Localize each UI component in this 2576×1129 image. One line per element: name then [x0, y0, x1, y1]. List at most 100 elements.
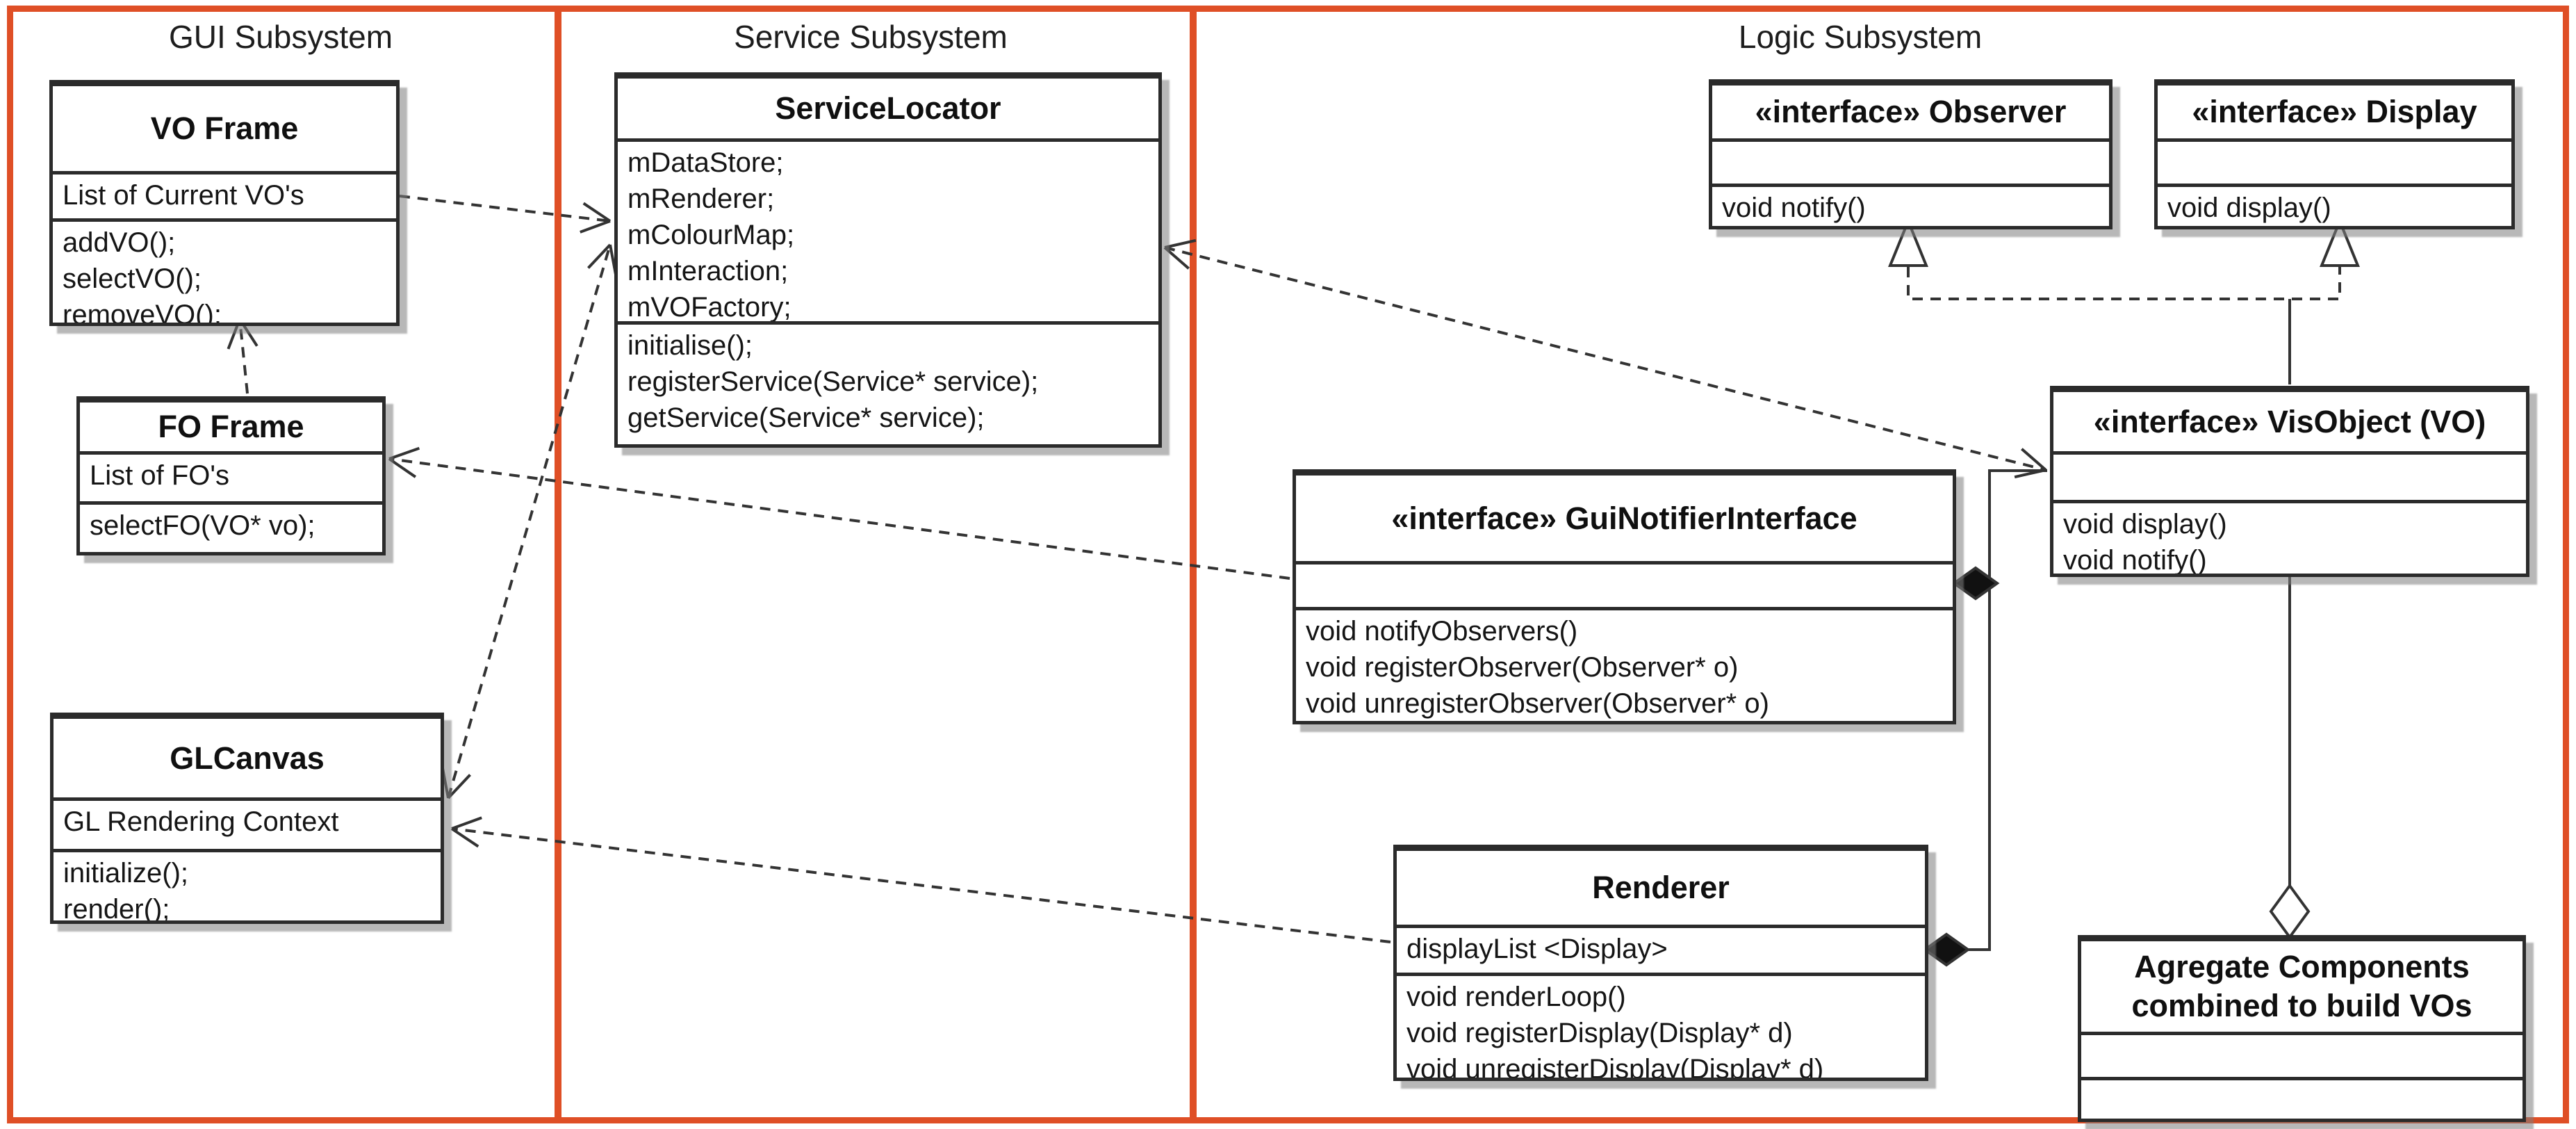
subsystem-label-service: Service Subsystem: [734, 19, 1008, 55]
edge-servicelocator-visobject: [1164, 246, 2046, 471]
class-title: ServiceLocator: [775, 90, 1001, 126]
compartment-methods: void display() void notify(): [2053, 500, 2526, 574]
class-title: FO Frame: [158, 409, 304, 444]
edge-foframe-to-voframe: [238, 318, 249, 394]
class-box-servicelocator: ServiceLocator mDataStore; mRenderer; mColo…: [614, 72, 1162, 448]
class-title: combined to build VOs: [2131, 988, 2472, 1023]
filled-diamond-renderer-composition-diamond: [1922, 932, 1971, 967]
compartment-attributes: [2053, 451, 2526, 500]
member-line: void registerObserver(Observer* o): [1306, 652, 1739, 683]
open-arrowhead-glcanvas-servicelocator-0: [587, 243, 612, 269]
member-line: List of FO's: [90, 460, 230, 491]
member-line: mDataStore;: [627, 147, 784, 178]
compartment-attributes: [2158, 138, 2511, 184]
filled-diamond-guinotifier-composition-diamond: [1951, 566, 2000, 601]
class-box-renderer: Renderer displayList <Display> void render…: [1393, 845, 1928, 1081]
member-line: addVO();: [63, 227, 176, 258]
member-line: displayList <Display>: [1406, 934, 1668, 964]
hollow-diamond-aggregation-hollow-diamond: [2269, 883, 2311, 940]
open-arrowhead-servicelocator-visobject-1: [1164, 238, 1197, 249]
compartment-methods: initialise(); registerService(Service* se…: [618, 321, 1158, 444]
member-line: getService(Service* service);: [627, 403, 985, 433]
class-title: VO Frame: [150, 111, 299, 146]
compartment-attributes: [2081, 1032, 2522, 1077]
edge-voframe-to-servicelocator: [399, 195, 611, 222]
open-arrowhead-servicelocator-visobject-0: [1163, 246, 1190, 270]
member-line: registerService(Service* service);: [627, 366, 1039, 397]
edge-glcanvas-servicelocator: [447, 244, 612, 799]
member-line: void display(): [2063, 509, 2227, 539]
member-line: mRenderer;: [627, 184, 775, 214]
member-line: mColourMap;: [627, 220, 795, 250]
subsystem-label-logic: Logic Subsystem: [1738, 19, 1983, 55]
class-box-observer-interface: «interface» Observer void notify(): [1709, 79, 2113, 229]
class-title: GLCanvas: [170, 740, 325, 776]
member-line: void notifyObservers(): [1306, 616, 1578, 647]
member-line: selectFO(VO* vo);: [90, 510, 315, 541]
member-line: mInteraction;: [627, 256, 789, 286]
class-title: Agregate Components: [2134, 949, 2470, 984]
member-line: List of Current VO's: [63, 180, 304, 211]
open-arrowhead-voframe-to-servicelocator-1: [580, 220, 611, 234]
edge-guinotifier-to-foframe: [388, 457, 1290, 580]
member-line: void notify(): [1722, 193, 1866, 223]
class-box-aggregate-note: Agregate Components combined to build VOs: [2078, 935, 2526, 1122]
class-box-display-interface: «interface» Display void display(): [2154, 79, 2515, 229]
compartment-title: Agregate Components combined to build VOs: [2081, 941, 2522, 1032]
compartment-title: «interface» VisObject (VO): [2053, 392, 2526, 451]
compartment-methods: initialize(); render();: [54, 849, 441, 920]
open-arrowhead-renderer-to-glcanvas-0: [450, 827, 479, 848]
member-line: initialize();: [63, 858, 189, 888]
member-line: removeVO();: [63, 300, 222, 323]
compartment-title: FO Frame: [80, 403, 382, 451]
compartment-title: «interface» Display: [2158, 86, 2511, 138]
compartment-attributes: [1712, 138, 2109, 184]
compartment-methods: [2081, 1077, 2522, 1119]
hollow-triangle-observer-realization-triangle: [1888, 217, 1928, 267]
member-line: void notify(): [2063, 545, 2207, 574]
compartment-attributes: GL Rendering Context: [54, 797, 441, 849]
member-line: void unregisterObserver(Observer* o): [1306, 688, 1769, 719]
compartment-attributes: List of FO's: [80, 451, 382, 501]
open-arrowhead-renderer-to-glcanvas-1: [451, 816, 482, 830]
class-box-visobject-interface: «interface» VisObject (VO) void display()…: [2050, 386, 2529, 577]
member-line: void display(): [2167, 193, 2331, 223]
edge-composition-tree: [1967, 469, 2047, 951]
compartment-methods: void renderLoop() void registerDisplay(Di…: [1397, 973, 1925, 1078]
compartment-methods: selectFO(VO* vo);: [80, 501, 382, 552]
compartment-methods: addVO();selectVO();removeVO();: [53, 218, 396, 323]
open-arrowhead-guinotifier-to-foframe-1: [388, 446, 420, 460]
subsystem-label-gui: GUI Subsystem: [168, 19, 393, 55]
compartment-methods: void display(): [2158, 184, 2511, 226]
compartment-title: «interface» Observer: [1712, 86, 2109, 138]
open-arrowhead-glcanvas-servicelocator-0: [447, 774, 471, 799]
compartment-title: VO Frame: [53, 86, 396, 171]
class-title: «interface» Display: [2192, 94, 2477, 129]
class-box-glcanvas: GLCanvas GL Rendering Context initialize()…: [50, 713, 444, 924]
compartment-title: GLCanvas: [54, 719, 441, 797]
hollow-triangle-display-realization-triangle: [2320, 217, 2360, 267]
compartment-methods: void notifyObservers() void registerObser…: [1296, 607, 1953, 721]
class-title: Renderer: [1592, 870, 1730, 905]
open-arrowhead-voframe-to-servicelocator-0: [582, 202, 612, 222]
member-line: void registerDisplay(Display* d): [1406, 1018, 1793, 1048]
compartment-title: ServiceLocator: [618, 79, 1158, 138]
class-title: «interface» Observer: [1755, 94, 2067, 129]
edge-realization-dashed-run: [1907, 267, 2341, 300]
compartment-methods: void notify(): [1712, 184, 2109, 226]
member-line: void unregisterDisplay(Display* d): [1406, 1054, 1824, 1078]
member-line: initialise();: [627, 330, 753, 361]
compartment-title: Renderer: [1397, 851, 1925, 925]
member-line: void renderLoop(): [1406, 982, 1626, 1012]
open-arrowhead-guinotifier-to-foframe-0: [388, 457, 417, 478]
member-line: render();: [63, 894, 170, 920]
member-line: GL Rendering Context: [63, 806, 339, 837]
class-title: «interface» VisObject (VO): [2093, 403, 2486, 439]
compartment-attributes: List of Current VO's: [53, 171, 396, 218]
compartment-attributes: [1296, 561, 1953, 607]
